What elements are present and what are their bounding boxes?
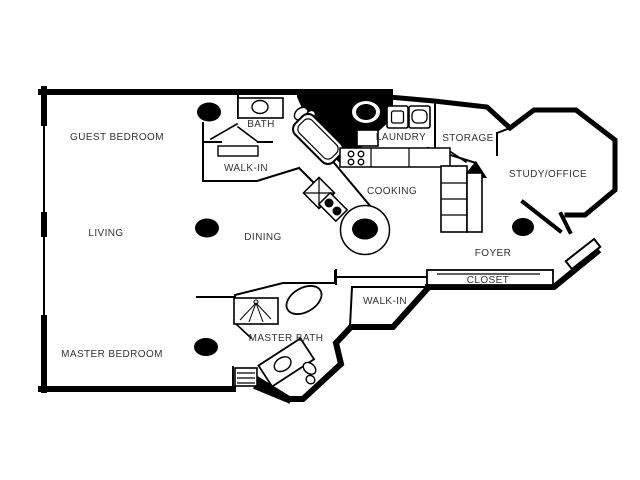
room-label-dining: DINING — [244, 232, 281, 243]
room-label-storage: STORAGE — [442, 133, 494, 144]
room-label-foyer: FOYER — [475, 248, 511, 259]
range-burners-icon — [317, 191, 349, 223]
room-label-walk-in-lower: WALK-IN — [363, 296, 407, 307]
room-label-bath: BATH — [247, 119, 275, 130]
cooktop-icon — [347, 150, 365, 166]
room-label-living: LIVING — [88, 228, 123, 239]
toilet-icon — [302, 361, 317, 385]
bath-fixtures — [217, 97, 344, 165]
vanity-back-wall — [249, 373, 293, 404]
dryer-door — [411, 109, 428, 124]
room-label-guest-bedroom: GUEST BEDROOM — [70, 132, 164, 143]
ceiling-light-icon — [356, 104, 376, 120]
shelving-rungs — [441, 182, 467, 216]
vanity-sink-icon — [257, 337, 316, 388]
room-label-master-bath: MASTER BATH — [249, 333, 324, 344]
shelving-side — [466, 172, 483, 233]
interior-walls — [196, 91, 573, 390]
room-label-laundry: LAUNDRY — [376, 132, 426, 143]
room-label-study-office: STUDY/OFFICE — [509, 169, 587, 180]
bathtub-icon — [285, 285, 323, 315]
room-label-walk-in-upper: WALK-IN — [224, 163, 268, 174]
entry-door-icon — [564, 237, 602, 271]
counter-dividers — [370, 148, 410, 167]
door-leaf-lines — [209, 122, 468, 340]
shower-spray — [239, 302, 272, 323]
island-light-icon — [352, 218, 378, 240]
ceiling-light-icon — [197, 102, 221, 122]
kitchen-counter — [339, 147, 451, 168]
bathtub-icon — [292, 113, 344, 165]
master-fixtures — [233, 285, 323, 388]
ceiling-light-icon — [195, 218, 219, 238]
kitchen-fixtures — [302, 105, 451, 256]
room-label-cooking: COOKING — [367, 186, 417, 197]
walkin-shelf-icon — [217, 145, 259, 157]
ceiling-light-icon — [512, 218, 534, 236]
top-right-walls — [386, 94, 618, 218]
room-labels: GUEST BEDROOM BATH WALK-IN LAUNDRY STORA… — [61, 119, 587, 360]
room-label-master-bedroom: MASTER BEDROOM — [61, 349, 163, 360]
foyer-fixtures — [426, 165, 602, 286]
ceiling-lights — [194, 101, 534, 356]
sink-icon — [251, 99, 269, 115]
ceiling-light-icon — [194, 338, 218, 356]
linen-shelf-lines — [237, 372, 255, 384]
laundry-sink-icon — [356, 129, 379, 147]
washer-door — [390, 110, 405, 124]
room-label-closet: CLOSET — [467, 275, 509, 286]
study-door-icon — [520, 199, 573, 235]
